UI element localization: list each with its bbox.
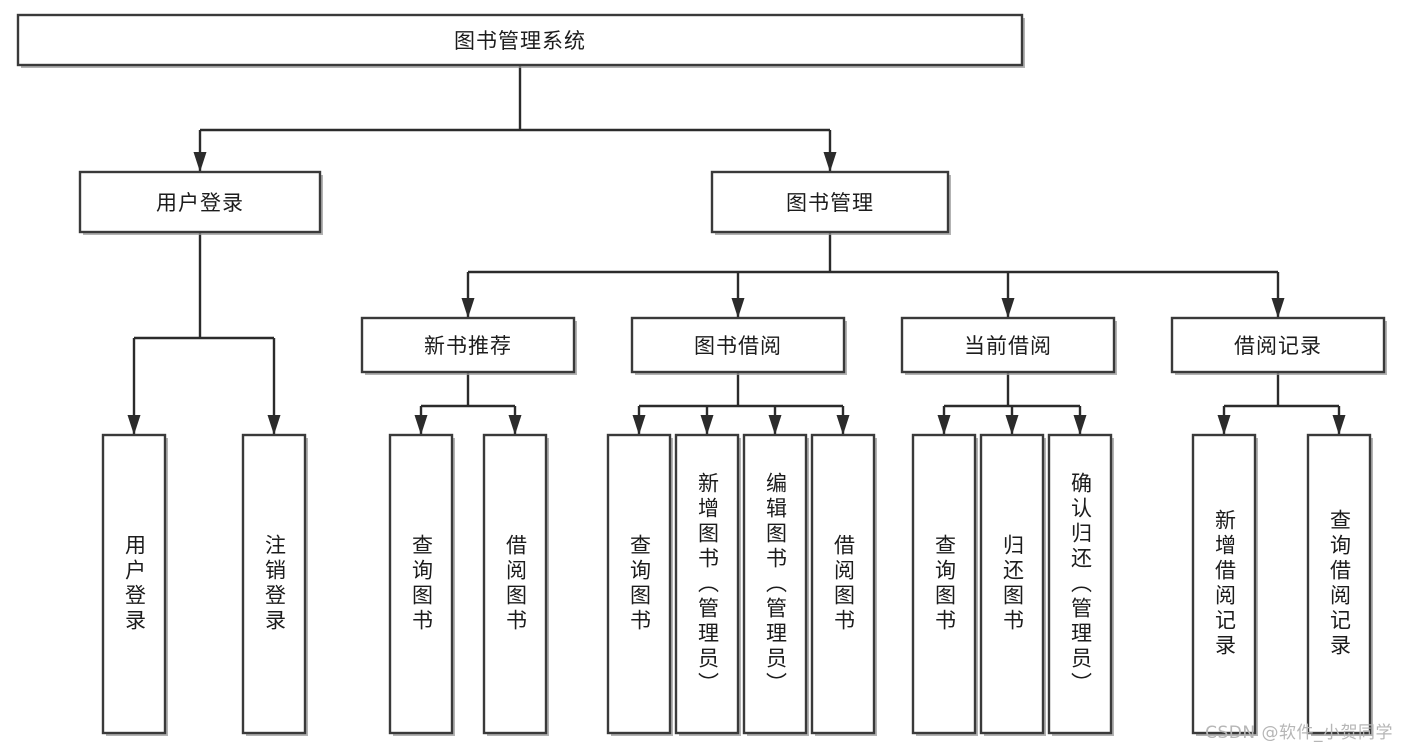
arrow-head-icon <box>267 415 281 435</box>
node-book-management[interactable] <box>710 170 950 234</box>
watermark-text: CSDN @软件_小贺同学 <box>1205 723 1393 743</box>
node-leaf-confirm-return[interactable] <box>1047 433 1113 735</box>
arrow-head-icon <box>731 298 745 318</box>
arrow-head-icon <box>1271 298 1285 318</box>
node-leaf-query-book-1[interactable] <box>388 433 454 735</box>
arrow-head-icon <box>836 415 850 435</box>
arrow-head-icon <box>1332 415 1346 435</box>
node-boxes <box>16 13 1387 736</box>
arrow-head-icon <box>193 152 207 172</box>
arrow-head-icon <box>700 415 714 435</box>
node-leaf-query-book-3[interactable] <box>911 433 977 735</box>
arrow-head-icon <box>1001 298 1015 318</box>
node-leaf-edit-book[interactable] <box>742 433 808 735</box>
arrow-head-icon <box>937 415 951 435</box>
node-leaf-logout[interactable] <box>241 433 307 735</box>
node-leaf-user-login[interactable] <box>101 433 167 735</box>
node-leaf-borrow-book-1[interactable] <box>482 433 548 735</box>
arrow-head-icon <box>1005 415 1019 435</box>
node-current-borrow[interactable] <box>900 316 1116 374</box>
node-leaf-add-book[interactable] <box>674 433 740 735</box>
arrow-head-icon <box>823 152 837 172</box>
node-leaf-borrow-book-2[interactable] <box>810 433 876 735</box>
node-leaf-return-book[interactable] <box>979 433 1045 735</box>
node-book-borrow[interactable] <box>630 316 846 374</box>
arrow-head-icon <box>414 415 428 435</box>
node-leaf-query-record[interactable] <box>1306 433 1372 735</box>
arrow-head-icon <box>632 415 646 435</box>
arrow-head-icon <box>461 298 475 318</box>
node-root[interactable] <box>16 13 1024 67</box>
node-borrow-record[interactable] <box>1170 316 1386 374</box>
node-user-login[interactable] <box>78 170 322 234</box>
node-new-book-recommend[interactable] <box>360 316 576 374</box>
node-leaf-query-book-2[interactable] <box>606 433 672 735</box>
arrow-head-icon <box>768 415 782 435</box>
arrow-head-icon <box>1217 415 1231 435</box>
arrow-head-icon <box>127 415 141 435</box>
node-leaf-add-record[interactable] <box>1191 433 1257 735</box>
arrow-head-icon <box>508 415 522 435</box>
arrow-head-icon <box>1073 415 1087 435</box>
connector-lines <box>127 65 1346 435</box>
